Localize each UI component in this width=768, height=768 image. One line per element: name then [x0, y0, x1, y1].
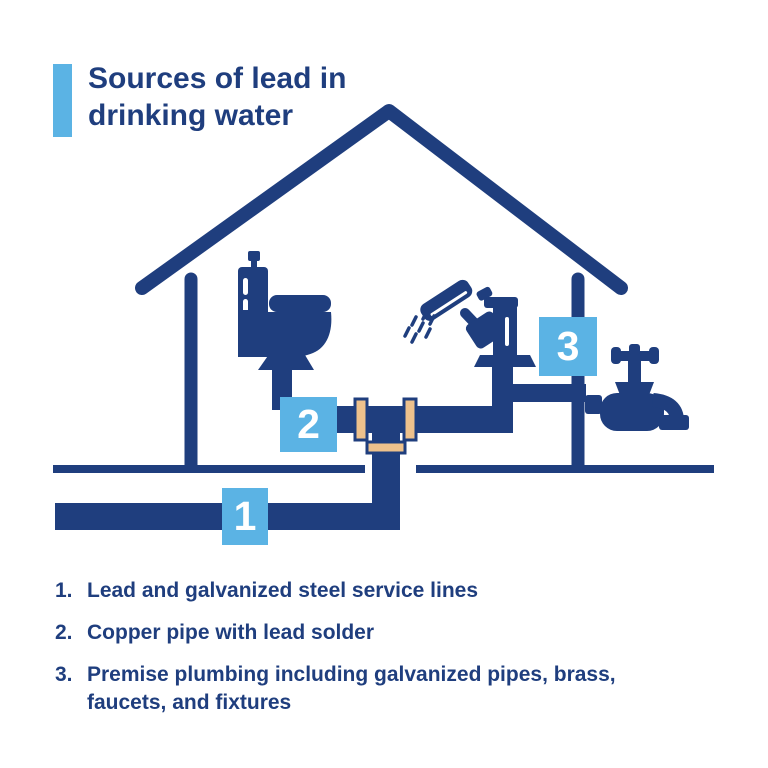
legend-item-number: 3. — [55, 663, 73, 686]
legend-item: 2. Copper pipe with lead solder — [55, 619, 617, 647]
faucet-handle-end — [649, 347, 659, 364]
roof-outline — [135, 104, 628, 295]
spray-droplets-icon — [403, 309, 436, 344]
legend-item: 3. Premise plumbing including galvanized… — [55, 661, 617, 717]
faucet-stem — [628, 358, 641, 384]
faucet-bonnet — [615, 382, 654, 395]
legend-item-text: Premise plumbing including galvanized pi… — [87, 663, 616, 714]
faucet-column-slit — [505, 317, 509, 346]
marker-badge-3: 3 — [539, 317, 597, 376]
faucet-nozzle — [659, 415, 689, 430]
faucet-handle-knob — [629, 344, 640, 355]
title-accent-bar — [53, 64, 72, 137]
faucet-lever-tip — [476, 286, 493, 301]
toilet-icon — [238, 251, 332, 370]
faucet-lever — [484, 297, 518, 308]
legend-item-number: 2. — [55, 621, 73, 644]
page-title: Sources of lead in drinking water — [88, 62, 347, 132]
legend-item-text: Lead and galvanized steel service lines — [87, 579, 479, 602]
legend: 1. Lead and galvanized steel service lin… — [55, 577, 617, 731]
faucet-wall-stub — [585, 395, 602, 414]
marker-badge-1: 1 — [222, 488, 268, 545]
marker-badge-2: 2 — [280, 397, 337, 452]
legend-item-text: Copper pipe with lead solder — [87, 621, 375, 644]
solder-joint — [353, 397, 369, 442]
ground-line-left — [53, 465, 365, 473]
shower-head-slit — [430, 291, 468, 316]
toilet-tank-slit — [243, 278, 248, 295]
fixture-flange — [474, 355, 536, 367]
faucet-body — [600, 393, 664, 431]
solder-joints — [353, 397, 418, 455]
solder-joint — [402, 397, 418, 442]
outdoor-faucet-icon — [585, 344, 689, 431]
toilet-bowl — [266, 312, 332, 357]
faucet-handle-bar — [613, 351, 657, 361]
shower-head — [420, 279, 473, 321]
legend-item-number: 1. — [55, 579, 73, 602]
solder-joint — [365, 440, 407, 455]
legend-item: 1. Lead and galvanized steel service lin… — [55, 577, 617, 605]
toilet-seat-lid — [269, 295, 331, 312]
ground-line — [53, 465, 714, 473]
shower-mixer-tap-icon — [403, 279, 536, 367]
marker-number: 3 — [556, 323, 580, 369]
toilet-bowl-left — [238, 310, 268, 357]
ground-line-right — [416, 465, 714, 473]
marker-number: 2 — [297, 401, 320, 447]
toilet-base — [258, 350, 314, 370]
faucet-handle-end — [611, 347, 621, 364]
wall-branch-pipe — [492, 384, 586, 402]
toilet-valve-stem — [251, 258, 257, 270]
marker-number: 1 — [233, 493, 257, 539]
